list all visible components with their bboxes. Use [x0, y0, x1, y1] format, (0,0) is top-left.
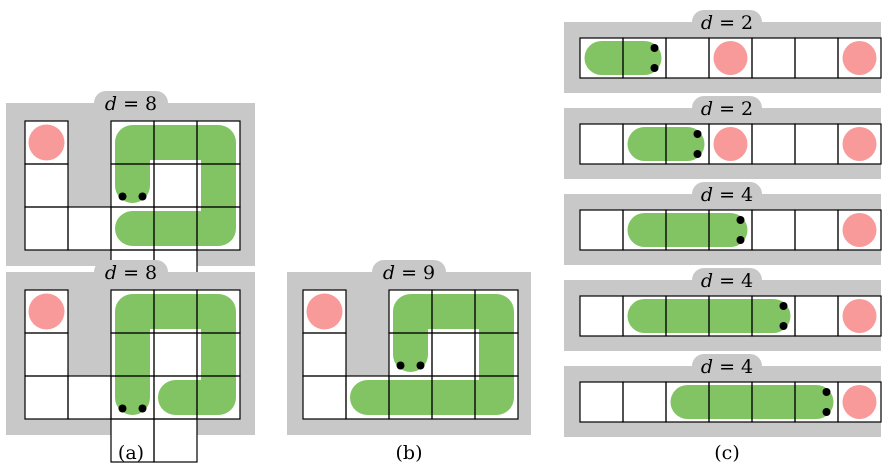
board-cell-border — [196, 206, 241, 251]
board-cell — [752, 210, 795, 250]
board-cell — [580, 210, 623, 250]
board-cell — [154, 164, 197, 207]
board-cell — [795, 124, 838, 164]
distance-label-bg — [692, 354, 762, 378]
board-cell — [580, 296, 623, 336]
snake-eye — [779, 302, 788, 310]
snake-eye — [693, 150, 702, 158]
snake-eye — [118, 404, 127, 413]
food-apple — [842, 385, 877, 419]
boards-layer: d = 8 d = 8 d = 9 d = 2 d = 2 d = 4 d = 4 d = 4 — [6, 10, 882, 463]
board-cell — [752, 38, 795, 78]
snake-eye — [779, 322, 788, 330]
board-cell — [111, 419, 154, 462]
snake-eye — [650, 44, 659, 52]
food-apple — [713, 41, 748, 75]
snake-eye — [118, 192, 127, 201]
distance-label-bg — [692, 182, 762, 206]
snake-eye — [396, 361, 405, 370]
board-cell — [25, 207, 68, 250]
distance-label: d = 4 — [701, 270, 753, 292]
distance-label-bg — [692, 268, 762, 292]
board-cell-border — [196, 375, 241, 420]
board-cell — [303, 376, 346, 419]
board-cell-border — [837, 37, 882, 79]
grid-board: d = 8 — [6, 260, 255, 463]
board-cell — [623, 382, 666, 422]
board-cell-border — [837, 209, 882, 251]
food-apple — [842, 213, 877, 247]
distance-label: d = 4 — [701, 184, 753, 206]
strip-board: d = 4 — [564, 182, 882, 265]
distance-label-bg — [372, 260, 446, 284]
distance-label: d = 4 — [701, 356, 753, 378]
board-cell — [25, 333, 68, 376]
board-cell — [666, 38, 709, 78]
snake-eye — [138, 192, 147, 201]
snake-eye — [822, 408, 831, 416]
snake-eye — [693, 130, 702, 138]
board-cell-border — [837, 123, 882, 165]
caption-b: (b) — [396, 442, 423, 464]
board-cell — [795, 210, 838, 250]
food-apple — [842, 41, 877, 75]
board-cell — [25, 376, 68, 419]
distance-label-bg — [692, 96, 762, 120]
food-apple — [28, 293, 65, 330]
board-cell — [154, 333, 197, 376]
board-cell — [68, 207, 111, 250]
snake-eye — [416, 361, 425, 370]
food-apple — [28, 124, 65, 161]
board-cell — [432, 333, 475, 376]
strip-board: d = 2 — [564, 96, 882, 179]
board-cell-border — [837, 381, 882, 423]
board-cell-border — [837, 295, 882, 337]
snake-eye — [822, 388, 831, 396]
food-apple — [713, 127, 748, 161]
distance-label-bg — [692, 10, 762, 34]
snake-eye — [138, 404, 147, 413]
snake-eye — [736, 216, 745, 224]
distance-label-bg — [94, 91, 168, 115]
food-apple — [842, 127, 877, 161]
distance-label: d = 8 — [105, 93, 157, 115]
board-cell — [154, 419, 197, 462]
board-cell — [303, 333, 346, 376]
board-cell — [795, 296, 838, 336]
caption-a: (a) — [118, 442, 144, 464]
board-cell — [752, 124, 795, 164]
board-cell-border — [474, 375, 519, 420]
board-cell — [25, 164, 68, 207]
strip-board: d = 4 — [564, 268, 882, 351]
strip-board: d = 2 — [564, 10, 882, 93]
board-cell — [580, 124, 623, 164]
distance-label: d = 9 — [383, 262, 435, 284]
snake-body — [350, 294, 514, 415]
strip-board: d = 4 — [564, 354, 882, 437]
snake-eye — [650, 64, 659, 72]
food-apple — [306, 293, 343, 330]
board-cell — [795, 38, 838, 78]
distance-label-bg — [94, 260, 168, 284]
food-apple — [842, 299, 877, 333]
distance-label: d = 2 — [701, 12, 753, 34]
distance-label: d = 8 — [105, 262, 157, 284]
board-cell — [68, 376, 111, 419]
board-cell — [580, 382, 623, 422]
grid-board: d = 9 — [287, 260, 531, 435]
distance-label: d = 2 — [701, 98, 753, 120]
board-cell-border — [153, 418, 198, 463]
snake-eye — [736, 236, 745, 244]
caption-c: (c) — [714, 442, 739, 464]
